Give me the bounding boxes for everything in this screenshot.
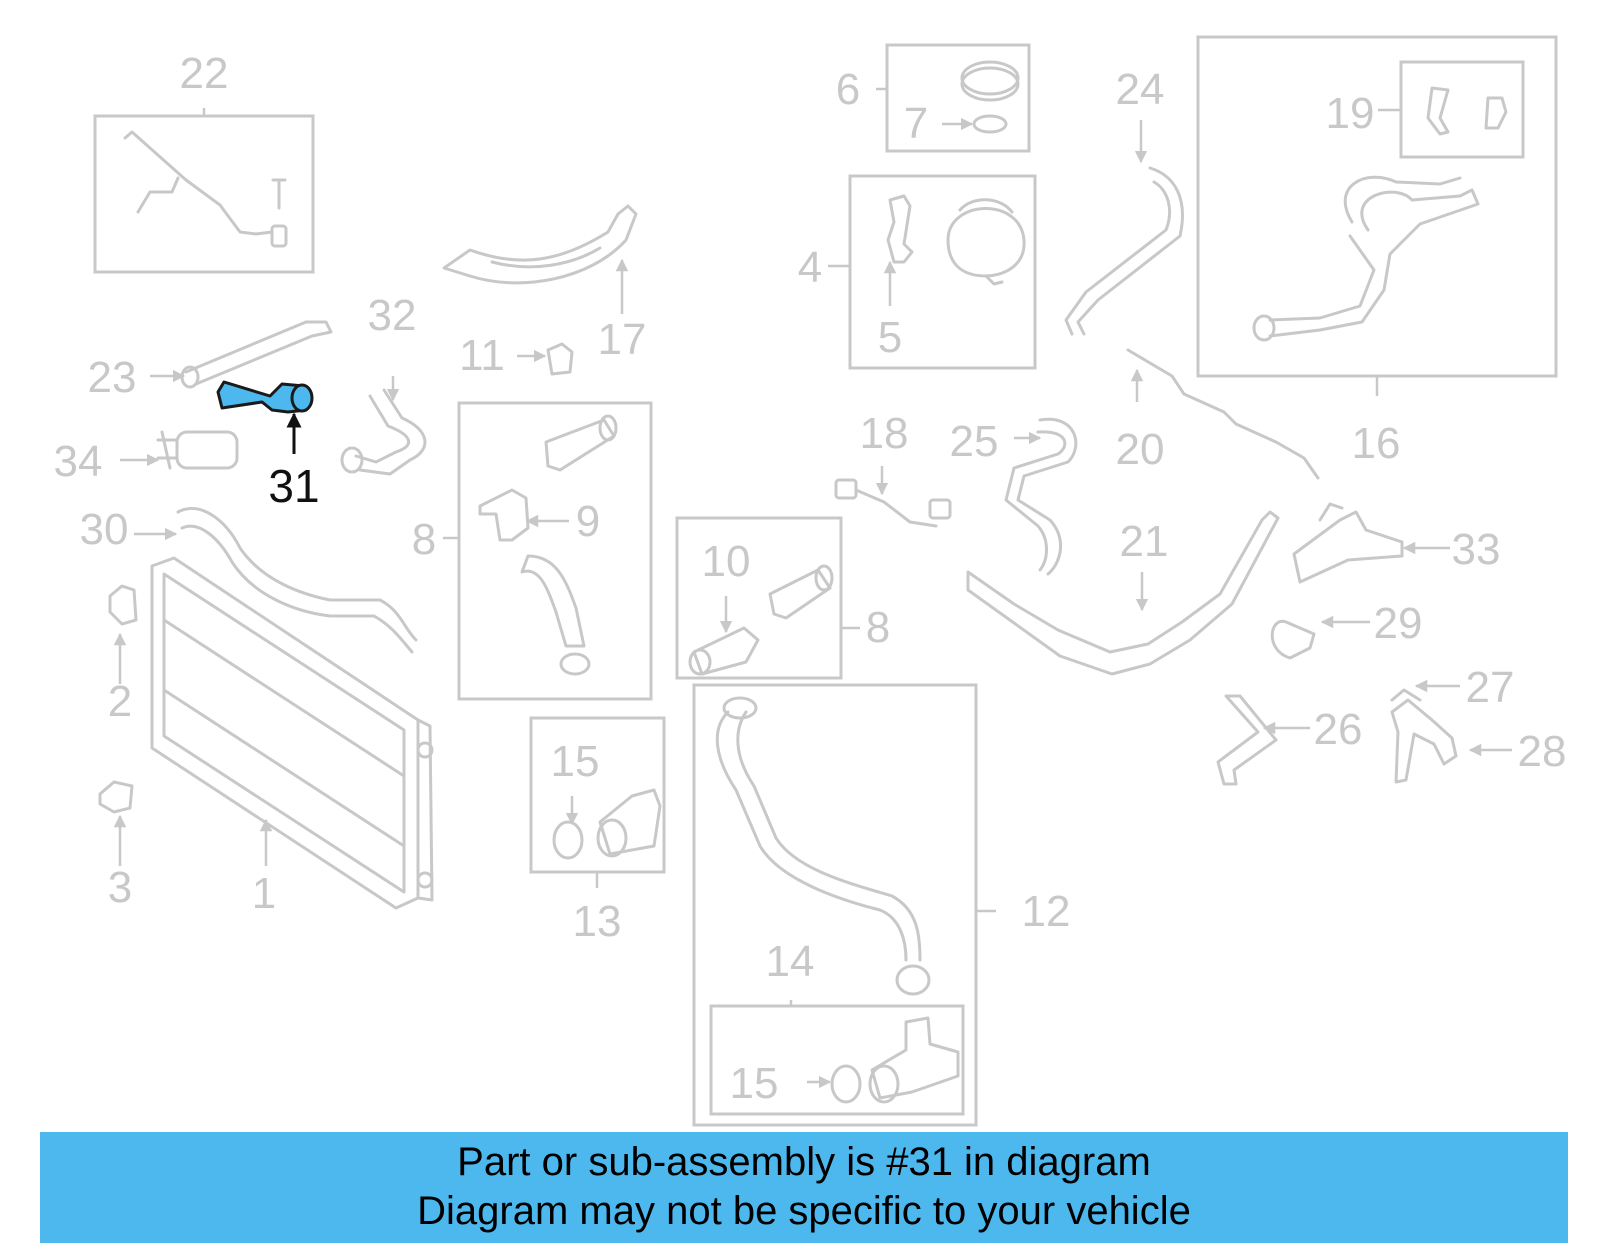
part-12-pipe bbox=[715, 696, 931, 996]
leaders bbox=[113, 87, 1512, 1089]
callout-6: 6 bbox=[836, 65, 860, 114]
part-23-hose bbox=[180, 320, 333, 389]
part-26-hose bbox=[1216, 694, 1278, 786]
part-4-5-reservoir bbox=[886, 194, 1026, 286]
callout-19: 19 bbox=[1326, 89, 1375, 138]
callout-26: 26 bbox=[1314, 705, 1363, 754]
callout-8-right: 8 bbox=[866, 603, 890, 652]
callout-5: 5 bbox=[878, 313, 902, 362]
callout-34: 34 bbox=[54, 437, 103, 486]
callout-9: 9 bbox=[576, 497, 600, 546]
part-27-28-hose bbox=[1390, 688, 1458, 784]
banner-line-1: Part or sub-assembly is #31 in diagram bbox=[457, 1140, 1151, 1184]
part-25-pipe bbox=[1004, 417, 1078, 576]
group-box-16 bbox=[1196, 35, 1558, 378]
part-10-fittings bbox=[688, 564, 834, 676]
callout-15-upper: 15 bbox=[551, 737, 600, 786]
part-13-15-seal bbox=[552, 788, 662, 860]
callout-31: 31 bbox=[268, 460, 319, 512]
group-box-8-left bbox=[457, 401, 653, 701]
part-24-hose bbox=[1064, 166, 1184, 336]
callout-18: 18 bbox=[860, 409, 909, 458]
part-18-sensor bbox=[834, 478, 952, 528]
callout-2: 2 bbox=[108, 677, 132, 726]
part-20-pipe bbox=[1126, 348, 1320, 480]
callout-16: 16 bbox=[1352, 419, 1401, 468]
group-box-4 bbox=[848, 174, 1037, 370]
callout-33: 33 bbox=[1452, 525, 1501, 574]
callout-13: 13 bbox=[573, 897, 622, 946]
part-2-bracket bbox=[108, 584, 138, 626]
part-33-fitting bbox=[1292, 502, 1404, 584]
part-6-7-cap bbox=[960, 60, 1020, 134]
callout-23: 23 bbox=[88, 353, 137, 402]
group-box-8-right bbox=[675, 516, 843, 680]
callout-8-left: 8 bbox=[412, 515, 436, 564]
callout-1: 1 bbox=[252, 869, 276, 918]
callout-3: 3 bbox=[108, 863, 132, 912]
part-9-fittings bbox=[478, 414, 618, 676]
part-34-fitting bbox=[156, 430, 239, 470]
callout-12: 12 bbox=[1022, 887, 1071, 936]
part-22-bracket bbox=[123, 130, 288, 248]
part-17-hose bbox=[442, 204, 638, 285]
banner-line-2: Diagram may not be specific to your vehi… bbox=[417, 1189, 1191, 1233]
part-29-clamp bbox=[1270, 619, 1316, 660]
callout-32: 32 bbox=[368, 291, 417, 340]
callout-30: 30 bbox=[80, 505, 129, 554]
group-box-12 bbox=[692, 683, 978, 1127]
part-14-15-fitting bbox=[830, 1016, 960, 1104]
callout-10: 10 bbox=[702, 537, 751, 586]
highlighted-part-31[interactable]: 31 bbox=[216, 380, 320, 512]
group-box-14 bbox=[709, 1004, 965, 1116]
callout-17: 17 bbox=[598, 315, 647, 364]
group-box-6 bbox=[885, 43, 1031, 153]
part-3-bracket bbox=[98, 780, 134, 814]
callout-24: 24 bbox=[1116, 65, 1165, 114]
callout-11: 11 bbox=[459, 331, 505, 380]
part-21-pipe bbox=[966, 510, 1280, 676]
callout-labels: 22 23 34 30 2 3 1 32 11 17 8 9 10 8 15 1… bbox=[54, 49, 1567, 1108]
part-16-hose-assembly bbox=[1252, 86, 1508, 342]
callout-21: 21 bbox=[1120, 517, 1169, 566]
callout-4: 4 bbox=[798, 243, 822, 292]
callout-22: 22 bbox=[180, 49, 229, 98]
info-banner: Part or sub-assembly is #31 in diagram D… bbox=[40, 1132, 1568, 1243]
callout-27: 27 bbox=[1466, 663, 1515, 712]
part-32-hose bbox=[340, 388, 427, 476]
callout-29: 29 bbox=[1374, 599, 1423, 648]
part-30-hose bbox=[176, 506, 418, 654]
callout-25: 25 bbox=[950, 417, 999, 466]
part-11-clip bbox=[546, 342, 574, 376]
callout-20: 20 bbox=[1116, 425, 1165, 474]
part-1-radiator bbox=[150, 556, 434, 910]
callout-28: 28 bbox=[1518, 727, 1567, 776]
callout-15-lower: 15 bbox=[730, 1059, 779, 1108]
callout-7: 7 bbox=[904, 99, 928, 148]
callout-14: 14 bbox=[766, 937, 815, 986]
